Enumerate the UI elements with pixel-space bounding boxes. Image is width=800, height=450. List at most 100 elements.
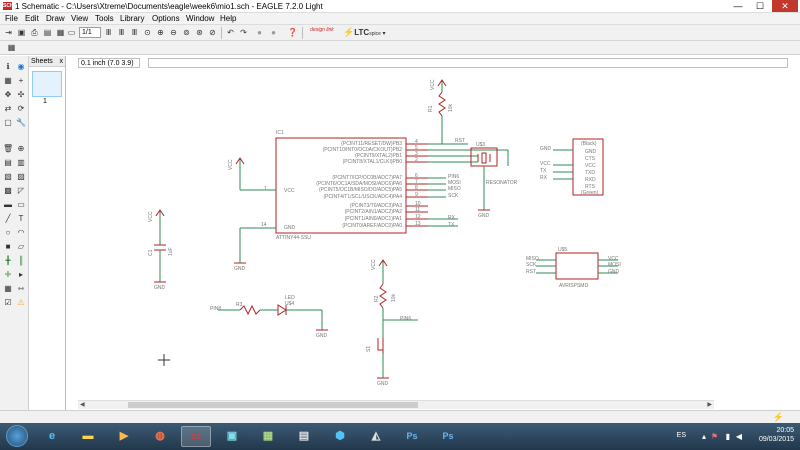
network-icon[interactable]: ▮ — [725, 432, 730, 441]
video-icon[interactable]: ▤ — [298, 430, 310, 442]
sheet-select[interactable]: 1/1 — [79, 27, 101, 38]
media-player-icon[interactable]: ▶ — [119, 430, 129, 442]
ic1-body[interactable] — [275, 137, 407, 234]
circle-icon[interactable]: ○ — [5, 228, 11, 237]
smash-icon[interactable]: ▭ — [17, 200, 25, 209]
sheets-close-button[interactable]: x — [59, 58, 64, 65]
r3-resistor[interactable] — [239, 304, 261, 316]
value-icon[interactable]: ▨ — [17, 172, 25, 181]
command-input[interactable] — [148, 58, 788, 68]
grid-icon[interactable]: ▦ — [7, 43, 16, 52]
horizontal-scrollbar[interactable]: ◀ ▶ — [78, 400, 714, 409]
arc-icon[interactable]: ◠ — [17, 228, 25, 237]
copy-icon[interactable]: ✣ — [17, 90, 25, 99]
save-icon[interactable]: ▣ — [17, 28, 26, 37]
menu-options[interactable]: Options — [152, 14, 180, 23]
scroll-left-icon[interactable]: ◀ — [80, 402, 85, 408]
invoke-icon[interactable]: ▬ — [4, 200, 12, 209]
dimension-icon[interactable]: ⇿ — [17, 284, 25, 293]
go-status-icon[interactable]: ⚡ — [772, 412, 784, 422]
zoom-out-icon[interactable]: ⊖ — [170, 28, 177, 37]
menu-window[interactable]: Window — [186, 14, 215, 23]
ftdi-header[interactable] — [572, 138, 604, 196]
explorer-icon[interactable]: ▬ — [82, 430, 94, 442]
help-icon[interactable]: ❓ — [287, 28, 298, 37]
attribute-icon[interactable]: ▦ — [4, 284, 12, 293]
remote-icon[interactable]: ▣ — [226, 430, 238, 442]
led-diode[interactable] — [277, 304, 287, 316]
minimize-button[interactable]: — — [733, 1, 743, 11]
eagle-taskbar-icon[interactable]: CS — [181, 426, 211, 447]
board-icon[interactable]: ▦ — [56, 28, 65, 37]
ie-icon[interactable]: e — [48, 430, 56, 442]
info-icon[interactable]: ℹ — [6, 62, 10, 71]
rect-icon[interactable]: ■ — [5, 242, 11, 251]
bus-icon[interactable]: ║ — [18, 256, 24, 265]
change-icon[interactable]: 🔧 — [16, 118, 26, 127]
tray-expand-icon[interactable]: ▴ — [701, 432, 706, 441]
flag-icon[interactable]: ⚑ — [710, 432, 718, 441]
group-icon[interactable]: ▢ — [4, 118, 12, 127]
pinswap-icon[interactable]: ▤ — [4, 158, 12, 167]
zoom-redraw-icon[interactable]: ⊚ — [183, 28, 190, 37]
sheet-icon[interactable]: ▭ — [67, 28, 76, 37]
scroll-right-icon[interactable]: ▶ — [707, 402, 712, 408]
menu-help[interactable]: Help — [220, 14, 237, 23]
photos-icon[interactable]: ◭ — [371, 430, 381, 442]
show-icon[interactable]: ◉ — [17, 62, 25, 71]
volume-icon[interactable]: ◀ — [735, 432, 742, 441]
isp-header[interactable] — [555, 252, 599, 280]
wire-icon[interactable]: ╱ — [5, 214, 11, 223]
menu-view[interactable]: View — [71, 14, 89, 23]
photoshop-icon[interactable]: Ps — [442, 431, 454, 441]
erc-icon[interactable]: ☑ — [4, 298, 12, 307]
clock[interactable]: 20:05 09/03/2015 — [759, 426, 794, 444]
delete-icon[interactable]: 🗑 — [3, 144, 14, 153]
image-viewer-icon[interactable]: ▦ — [262, 430, 274, 442]
schematic-canvas[interactable]: IC1 ATTINY44-SSU VCC GND 1 14 (PCINT11/R… — [78, 70, 792, 400]
shield-icon[interactable]: ⬢ — [335, 430, 345, 442]
display-icon[interactable]: ▦ — [4, 76, 12, 85]
menu-draw[interactable]: Draw — [46, 14, 65, 23]
mark-icon[interactable]: + — [18, 76, 24, 85]
zoom-select-icon[interactable]: ⊛ — [196, 28, 203, 37]
move-icon[interactable]: ✥ — [4, 90, 12, 99]
ulp-icon[interactable]: Ⅲ — [105, 28, 112, 37]
errors-icon[interactable]: ⚠ — [17, 298, 25, 307]
menu-file[interactable]: File — [5, 14, 18, 23]
design-link-button[interactable]: design link — [310, 27, 334, 33]
net-icon[interactable]: ╋ — [5, 256, 11, 265]
text-icon[interactable]: T — [18, 214, 24, 223]
undo-icon[interactable]: ↶ — [227, 28, 234, 37]
sheet-thumbnail[interactable] — [32, 71, 62, 97]
start-button[interactable] — [6, 425, 28, 447]
miter-icon[interactable]: ◸ — [17, 186, 25, 195]
cam-icon[interactable]: ▤ — [43, 28, 52, 37]
zoom-in-icon[interactable]: ⊕ — [157, 28, 164, 37]
language-indicator[interactable]: ES — [676, 432, 686, 439]
open-icon[interactable]: ⇥ — [5, 28, 12, 37]
script-icon[interactable]: Ⅲ — [118, 28, 125, 37]
polygon-icon[interactable]: ▱ — [17, 242, 25, 251]
menu-library[interactable]: Library — [120, 14, 145, 23]
redo-icon[interactable]: ↷ — [240, 28, 247, 37]
rotate-icon[interactable]: ⟳ — [17, 104, 25, 113]
menu-tools[interactable]: Tools — [95, 14, 114, 23]
r2-resistor[interactable] — [379, 283, 387, 309]
print-icon[interactable]: ⎙ — [31, 28, 38, 37]
go-icon[interactable]: ● — [271, 28, 276, 37]
junction-icon[interactable]: ✛ — [4, 270, 12, 279]
stop-icon[interactable]: ● — [257, 28, 262, 37]
run-icon[interactable]: Ⅲ — [131, 28, 138, 37]
replace-icon[interactable]: ▥ — [17, 158, 25, 167]
maximize-button[interactable]: ☐ — [755, 1, 765, 11]
schematic-drawing[interactable] — [78, 70, 792, 400]
mirror-icon[interactable]: ⇄ — [4, 104, 12, 113]
r1-resistor[interactable] — [438, 91, 446, 117]
name-icon[interactable]: ▧ — [4, 172, 12, 181]
zoom-last-icon[interactable]: ⊘ — [209, 28, 216, 37]
photoshop-icon[interactable]: Ps — [406, 431, 418, 441]
s1-switch[interactable] — [377, 338, 383, 351]
add-icon[interactable]: ⊕ — [17, 144, 25, 153]
scroll-thumb[interactable] — [128, 402, 418, 408]
